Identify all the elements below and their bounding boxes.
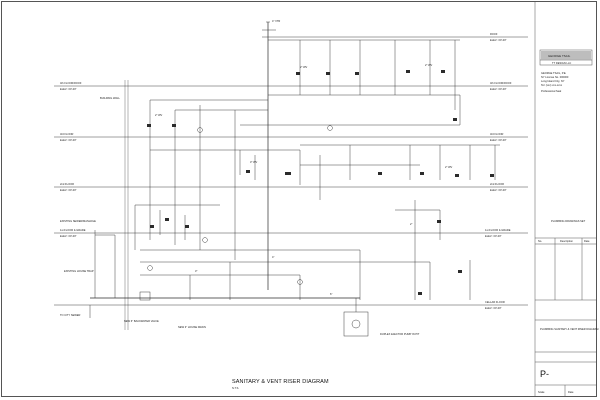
engineer-name: GEORGE TSAIL, P.E. [541,71,567,75]
svg-text:Scale: Scale [538,390,545,394]
svg-text:2nd FLOOR: 2nd FLOOR [490,182,504,186]
building-wall-label: BUILDING WALL [100,96,120,100]
svg-text:Date: Date [568,390,574,394]
svg-text:Professional Seal: Professional Seal [541,89,562,93]
firm-logo: GEORGE TSAIL [548,54,571,58]
svg-text:2" WV: 2" WV [155,113,163,117]
backwater-label: NEW 6" BACKWATER VALVE [124,319,159,323]
level-label-3rd: 3rd FLOOR [60,132,74,136]
drawing-scale: N.T.S. [232,386,239,390]
svg-text:ELEV.: 00'-00": ELEV.: 00'-00" [490,188,507,192]
svg-text:ELEV.: 00'-00": ELEV.: 00'-00" [485,306,502,310]
svg-text:3rd FLOOR: 3rd FLOOR [490,132,504,136]
svg-text:NY License No. 000000: NY License No. 000000 [541,75,569,79]
svg-text:3" WV: 3" WV [250,160,258,164]
existing-sewer-label: EXISTING SEWER/MANHOLE [60,219,96,223]
svg-text:2" WV: 2" WV [445,165,453,169]
svg-text:ELEV.: 00'-00": ELEV.: 00'-00" [490,87,507,91]
vtr-label: 4" VTR [272,19,280,23]
ejector-pit [343,311,369,337]
svg-text:1st FLOOR & GRADE: 1st FLOOR & GRADE [485,228,511,232]
level-label-roof-r: ROOF [490,32,498,36]
svg-text:ELEV.: 00'-00": ELEV.: 00'-00" [60,138,77,142]
svg-text:4": 4" [272,255,274,259]
level-label-4th: 4th FLOOR/ROOF [60,81,82,85]
svg-text:4th FLOOR/ROOF: 4th FLOOR/ROOF [490,81,512,85]
sheet-title: PLUMBING SANITARY & VENT RISER DIAGRAM [540,327,598,331]
cellar-drain-label: NEW 3" HOUSE DRAIN [178,325,206,329]
svg-text:Date: Date [584,239,590,243]
level-label-cellar: CELLAR FLOOR [485,300,505,304]
svg-text:6": 6" [330,292,332,296]
drawing-title: SANITARY & VENT RISER DIAGRAM [232,379,329,385]
svg-text:ELEV.: 00'-00": ELEV.: 00'-00" [485,234,502,238]
svg-text:Long Island City, NY: Long Island City, NY [541,79,565,83]
svg-text:TT DESIGN LLC: TT DESIGN LLC [552,61,571,65]
side-label: PLUMBING DRAWINGS SET [551,219,586,223]
svg-text:3": 3" [195,269,197,273]
svg-text:ELEV.: 00'-00": ELEV.: 00'-00" [490,38,507,42]
svg-text:ELEV.: 00'-00": ELEV.: 00'-00" [60,234,77,238]
sheet-number: P- [540,369,549,379]
city-sewer-label: TO CITY SEWER [60,313,80,317]
level-label-2nd: 2nd FLOOR [60,182,74,186]
svg-text:No.: No. [538,239,542,243]
svg-text:2" WV: 2" WV [300,65,308,69]
svg-text:ELEV.: 00'-00": ELEV.: 00'-00" [490,138,507,142]
svg-text:2": 2" [410,222,412,226]
svg-text:Description: Description [560,239,574,243]
svg-text:ELEV.: 00'-00": ELEV.: 00'-00" [60,188,77,192]
svg-text:2" WV: 2" WV [425,63,433,67]
house-trap-label: EXISTING HOUSE TRAP [64,269,94,273]
level-label-1st: 1st FLOOR & GRADE [60,228,86,232]
ejector-label: DUPLEX EJECTOR PUMP IN PIT [380,332,420,336]
svg-text:Tel: (xxx) xxx-xxxx: Tel: (xxx) xxx-xxxx [541,83,563,87]
backwater-valve [139,291,151,301]
svg-text:ELEV.: 00'-00": ELEV.: 00'-00" [60,87,77,91]
